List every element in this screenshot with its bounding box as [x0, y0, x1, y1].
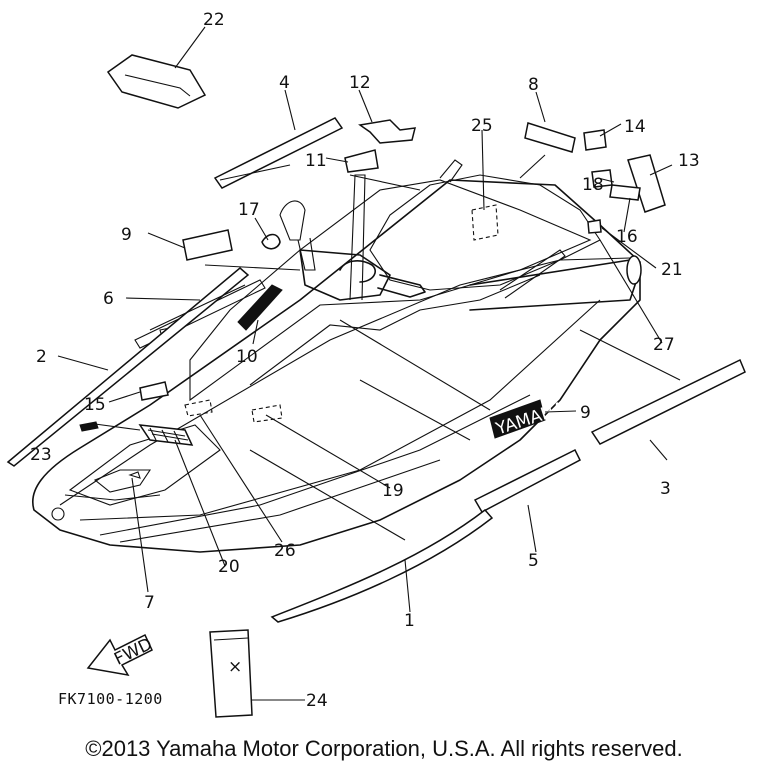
callout-12: 12 — [349, 73, 371, 93]
decal-14 — [583, 129, 607, 151]
callout-7: 7 — [144, 593, 155, 613]
svg-text:×: × — [228, 657, 242, 677]
fwd-arrow-decal: FWD — [86, 633, 156, 677]
callout-20: 20 — [218, 557, 240, 577]
callout-11: 11 — [305, 151, 327, 171]
decal-26 — [184, 399, 213, 417]
decal-22 — [106, 54, 207, 109]
callout-19: 19 — [382, 481, 404, 501]
callout-9-upper: 9 — [121, 225, 132, 245]
callout-9-yamaha: 9 — [580, 403, 591, 423]
part-23 — [79, 421, 99, 432]
decal-9-yamaha: YAMAHA — [489, 398, 568, 440]
decal-6 — [149, 284, 246, 331]
decal-20 — [138, 424, 194, 446]
callout-24: 24 — [306, 691, 328, 711]
callout-17: 17 — [238, 200, 260, 220]
decal-5 — [473, 448, 581, 514]
callout-16: 16 — [616, 227, 638, 247]
callout-27: 27 — [653, 335, 675, 355]
leader-lines — [57, 26, 681, 701]
decal-1 — [270, 508, 494, 623]
decal-12 — [358, 119, 416, 144]
callout-14: 14 — [624, 117, 646, 137]
decal-11 — [344, 149, 379, 173]
decal-8 — [524, 122, 576, 153]
copyright-notice: ©2013 Yamaha Motor Corporation, U.S.A. A… — [85, 736, 683, 761]
callout-25: 25 — [471, 116, 493, 136]
callout-6: 6 — [103, 289, 114, 309]
callout-13: 13 — [678, 151, 700, 171]
watercraft-hull — [32, 159, 642, 553]
decal-25 — [471, 204, 499, 241]
decal-19 — [251, 404, 283, 423]
decal-21 — [587, 219, 602, 234]
decal-24: × — [209, 629, 253, 718]
callout-18: 18 — [582, 175, 604, 195]
callout-21: 21 — [661, 260, 683, 280]
decal-9-upper — [182, 229, 233, 261]
decal-parts: YAMAHA × FWD — [6, 54, 746, 718]
decal-4 — [213, 117, 344, 189]
decal-13 — [627, 154, 666, 213]
decal-16 — [609, 184, 641, 201]
decal-3 — [590, 358, 746, 445]
decal-7 — [128, 471, 141, 479]
callout-15: 15 — [84, 395, 106, 415]
callout-26: 26 — [274, 541, 296, 561]
fwd-label: FWD — [111, 634, 155, 669]
part-17 — [261, 233, 281, 250]
callout-4: 4 — [279, 73, 290, 93]
diagram-part-code: FK7100-1200 — [58, 690, 163, 708]
decal-15 — [139, 381, 169, 401]
callout-5: 5 — [528, 551, 539, 571]
callout-1: 1 — [404, 611, 415, 631]
callout-2: 2 — [36, 347, 47, 367]
callout-numbers: 22 4 12 11 8 25 14 13 18 16 21 17 9 6 10… — [30, 10, 700, 711]
callout-8: 8 — [528, 75, 539, 95]
callout-10: 10 — [236, 347, 258, 367]
callout-3: 3 — [660, 479, 671, 499]
decal-27 — [499, 249, 566, 299]
decal-10 — [237, 284, 283, 331]
callout-22: 22 — [203, 10, 225, 30]
callout-23: 23 — [30, 445, 52, 465]
decal-2 — [6, 267, 250, 467]
